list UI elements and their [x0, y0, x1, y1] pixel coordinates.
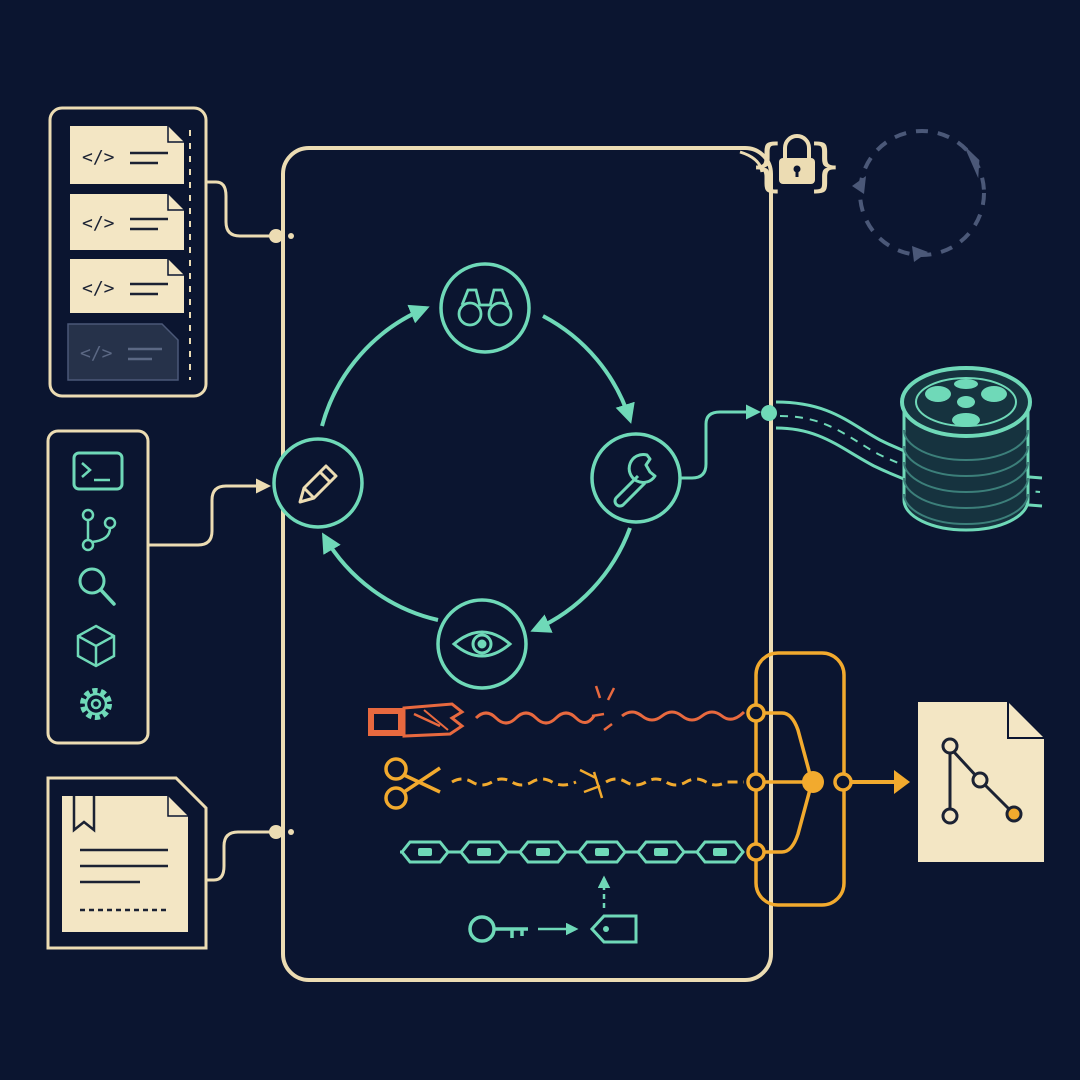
- fix-to-tape-connector: [680, 404, 761, 480]
- toolbox-panel: [46, 429, 150, 745]
- dashed-wavy-line: [605, 777, 744, 787]
- search-icon[interactable]: [78, 567, 116, 606]
- eye-icon: [451, 630, 513, 658]
- break-spark: [579, 768, 604, 799]
- thread-rope[interactable]: [368, 685, 746, 738]
- agent-cycle: [272, 262, 682, 690]
- git-graph-file-icon[interactable]: [918, 702, 1044, 862]
- merge-output-port: [833, 772, 853, 792]
- document-icon[interactable]: [62, 796, 188, 932]
- scissors-icon: [384, 757, 441, 810]
- tag-icon[interactable]: [589, 914, 638, 944]
- terminal-icon[interactable]: [72, 451, 124, 491]
- file-card-faded[interactable]: </>: [67, 323, 179, 381]
- code-glyph: </>: [82, 278, 115, 299]
- locked-scope-badge[interactable]: { }: [750, 133, 842, 198]
- key-icon[interactable]: [468, 915, 528, 943]
- cycle-arrow: [530, 527, 632, 633]
- cycle-node-fix[interactable]: [590, 432, 682, 524]
- file-card[interactable]: </>: [70, 259, 184, 313]
- break-spark: [591, 685, 616, 731]
- wavy-line: [474, 711, 596, 725]
- padlock-icon: [779, 134, 815, 184]
- bookmark-icon: [72, 796, 96, 833]
- file-stack-panel: </> </> </> </>: [48, 106, 208, 398]
- document-connector: [206, 830, 276, 882]
- cycle-node-edit[interactable]: [272, 437, 364, 529]
- cycle-node-review[interactable]: [436, 598, 528, 690]
- merge-box[interactable]: [746, 651, 853, 907]
- key-to-tag-link: [468, 875, 638, 944]
- main-frame: [281, 146, 773, 982]
- chain-tag-slot: [654, 848, 668, 856]
- dashed-wavy-line: [451, 777, 577, 787]
- chain-tag-slot: [477, 848, 491, 856]
- binoculars-icon: [457, 288, 513, 327]
- frame-port: [269, 229, 283, 243]
- file-card[interactable]: </>: [70, 126, 184, 184]
- code-glyph: </>: [82, 147, 115, 168]
- merge-input-port: [746, 772, 766, 792]
- chain-tag-slot: [418, 848, 432, 856]
- toolbox-connector: [148, 478, 271, 547]
- document-panel: [46, 776, 208, 950]
- thread-scissors[interactable]: [384, 757, 744, 810]
- cycle-arrow: [542, 314, 635, 424]
- frame-port: [761, 405, 777, 421]
- chain-tag-slot: [713, 848, 727, 856]
- cycle-arrow: [320, 304, 430, 427]
- cycle-arrow: [321, 532, 439, 622]
- file-card[interactable]: </>: [70, 194, 184, 250]
- pencil-icon: [298, 464, 338, 504]
- film-reel-icon[interactable]: [775, 366, 1043, 532]
- frayed-rope-icon: [368, 702, 465, 738]
- cycle-node-explore[interactable]: [439, 262, 531, 354]
- frame-port: [269, 825, 283, 839]
- merge-input-port: [746, 842, 766, 862]
- cube-icon[interactable]: [76, 624, 116, 668]
- merge-junction: [802, 771, 824, 793]
- merge-input-port: [746, 703, 766, 723]
- thread-chain[interactable]: [400, 840, 745, 864]
- file-stack-connector: [206, 180, 276, 238]
- code-glyph: </>: [80, 343, 113, 364]
- git-branch-icon[interactable]: [81, 508, 117, 552]
- gear-icon[interactable]: [80, 688, 112, 720]
- idle-loop: [852, 129, 986, 262]
- chain-tag-slot: [536, 848, 550, 856]
- wavy-line: [621, 710, 746, 722]
- left-brace: {: [750, 133, 784, 198]
- chain-tag-slot: [595, 848, 609, 856]
- chain-tags-icon: [400, 840, 745, 864]
- wrench-icon: [613, 452, 657, 508]
- code-glyph: </>: [82, 213, 115, 234]
- frame-corner-connector: [739, 150, 764, 173]
